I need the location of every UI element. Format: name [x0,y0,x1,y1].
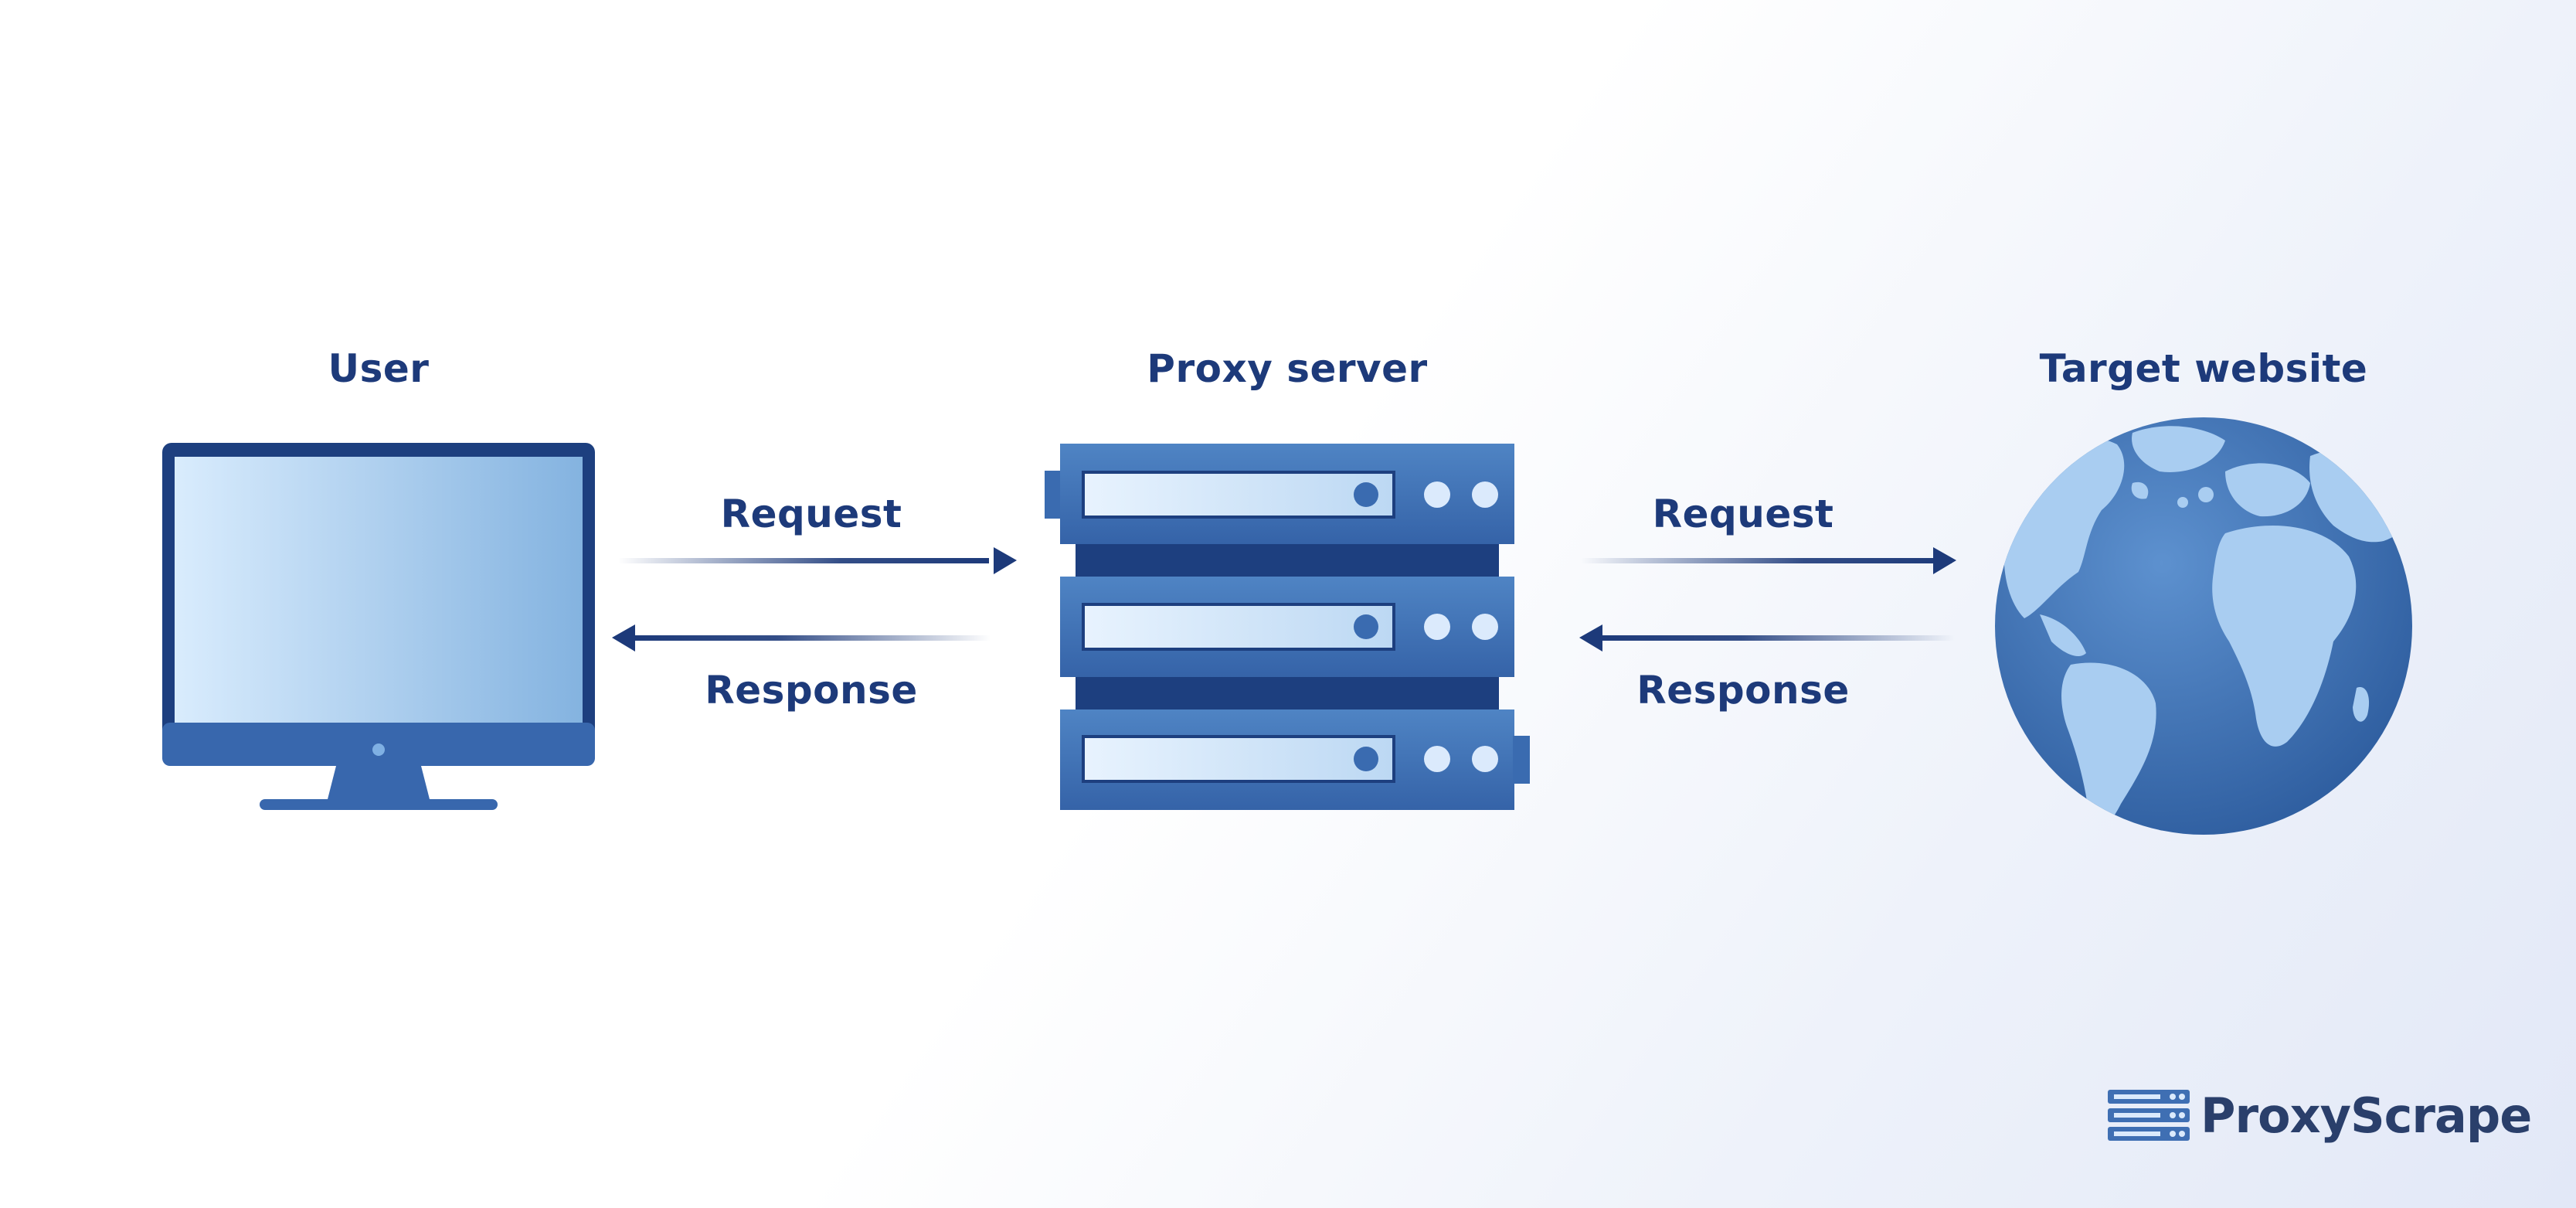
request-label-1: Request [720,492,902,536]
arrow-response-target-to-proxy [1579,624,1955,652]
node-title-user: User [328,346,430,391]
node-title-target-website: Target website [2039,346,2368,391]
server-stack-icon [2108,1090,2190,1141]
server-stack-icon [1045,444,1530,810]
brand-logo: ProxyScrape [2108,1087,2532,1144]
arrow-request-proxy-to-target [1581,547,1956,574]
arrow-request-user-to-proxy [618,547,1017,574]
node-title-proxy-server: Proxy server [1147,346,1428,391]
arrow-response-proxy-to-user [612,624,991,652]
response-label-2: Response [1636,668,1850,713]
request-label-2: Request [1652,492,1834,536]
brand-name: ProxyScrape [2200,1087,2532,1144]
globe-icon [1995,417,2412,835]
computer-icon [162,443,595,810]
response-label-1: Response [705,668,918,713]
